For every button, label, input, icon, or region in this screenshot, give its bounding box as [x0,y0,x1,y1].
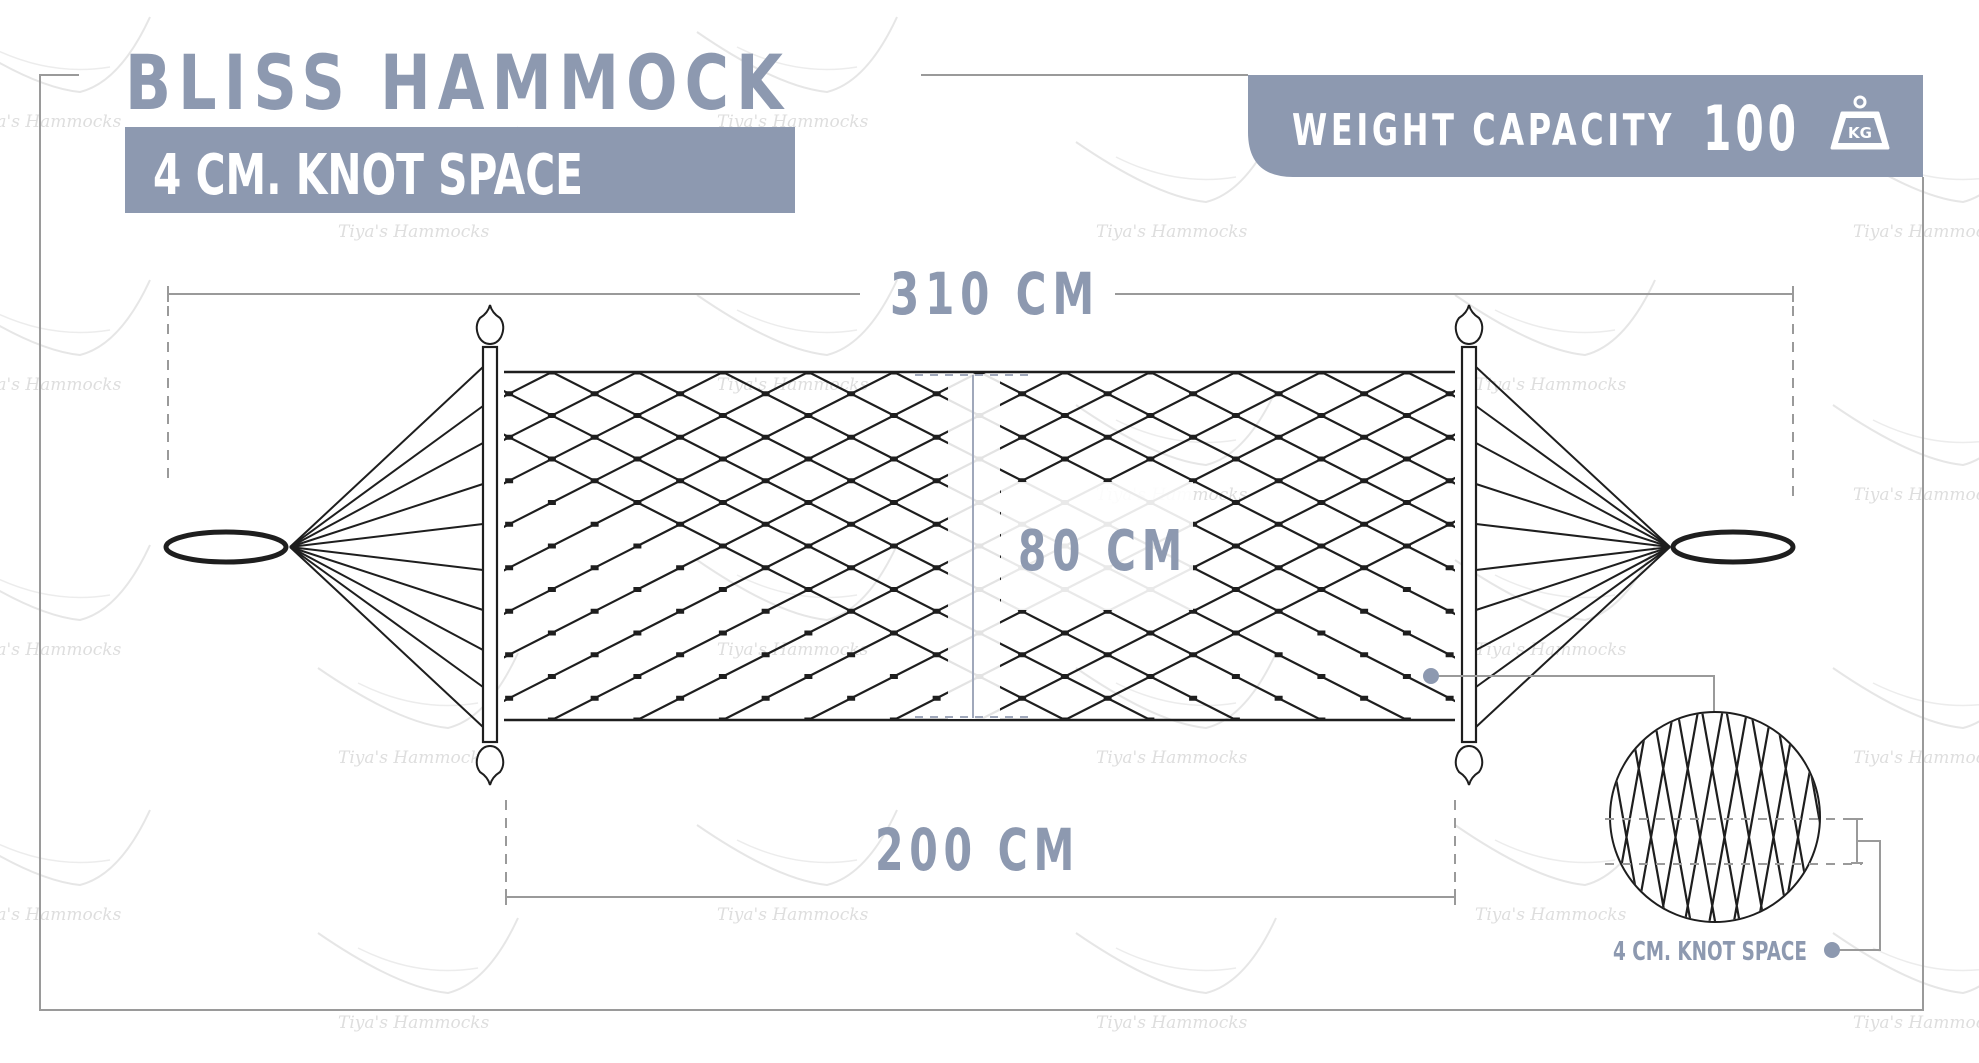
right-finial-top [1454,304,1484,346]
watermark-text: Tiya's Hammocks [338,222,490,242]
width-label: 80 CM [1018,519,1188,584]
bed-length-label: 200 CM [875,816,1080,884]
frame [39,74,1924,1011]
left-finial-top [475,304,505,346]
watermark-text: Tiya's Hammocks [1853,1013,1979,1033]
dimension-bed-length [505,800,1456,905]
knot-detail-callout: 4 CM. KNOT SPACE [1423,668,1881,967]
right-spreader-bar [1460,345,1478,744]
watermark-text: Tiya's Hammocks [338,748,490,768]
total-length-label: 310 CM [890,260,1100,328]
kg-weight-icon: KG [1830,95,1890,150]
left-end [163,304,505,786]
weight-capacity-value: 100 [1703,92,1800,165]
subtitle: 4 CM. KNOT SPACE [153,143,583,208]
kg-label: KG [1848,124,1872,142]
page-title: BLISS HAMMOCK [125,38,790,127]
watermark-text: Tiya's Hammocks [1853,222,1979,242]
watermark-text: Tiya's Hammocks [717,375,869,395]
watermark-text: Tiya's Hammocks [717,905,869,925]
right-end [1454,304,1796,786]
watermark-text: Tiya's Hammocks [1096,222,1248,242]
watermark-text: Tiya's Hammocks [0,375,122,395]
label-dot [1824,942,1840,958]
right-ring [1670,529,1796,565]
left-spreader-bar [481,345,499,744]
subtitle-bar [125,127,795,213]
left-finial-bottom [475,744,505,786]
watermark-text: Tiya's Hammocks [1475,905,1627,925]
watermark-text: Tiya's Hammocks [717,640,869,660]
net-edges [504,370,1455,722]
watermark-text: Tiya's Hammocks [0,640,122,660]
watermark-text: Tiya's Hammocks [1096,1013,1248,1033]
watermark-text: Tiya's Hammocks [0,905,122,925]
watermark-text: Tiya's Hammocks [1096,748,1248,768]
left-ring [163,529,289,565]
knot-space-label: 4 CM. KNOT SPACE [1613,937,1807,967]
label-clearance [1001,482,1193,610]
watermark-text: Tiya's Hammocks [1853,748,1979,768]
watermark-text: Tiya's Hammocks [1475,640,1627,660]
weight-capacity-badge: WEIGHT CAPACITY 100 KG [1248,75,1923,177]
dimension-total-length [167,286,1794,500]
watermark-text: Tiya's Hammocks [1475,375,1627,395]
weight-capacity-label: WEIGHT CAPACITY [1292,105,1675,156]
callout-dot [1423,668,1439,684]
watermark-text: Tiya's Hammocks [0,112,122,132]
watermark-text: Tiya's Hammocks [338,1013,490,1033]
right-finial-bottom [1454,744,1484,786]
watermark-text: Tiya's Hammocks [1853,485,1979,505]
dimension-width [915,374,1030,718]
